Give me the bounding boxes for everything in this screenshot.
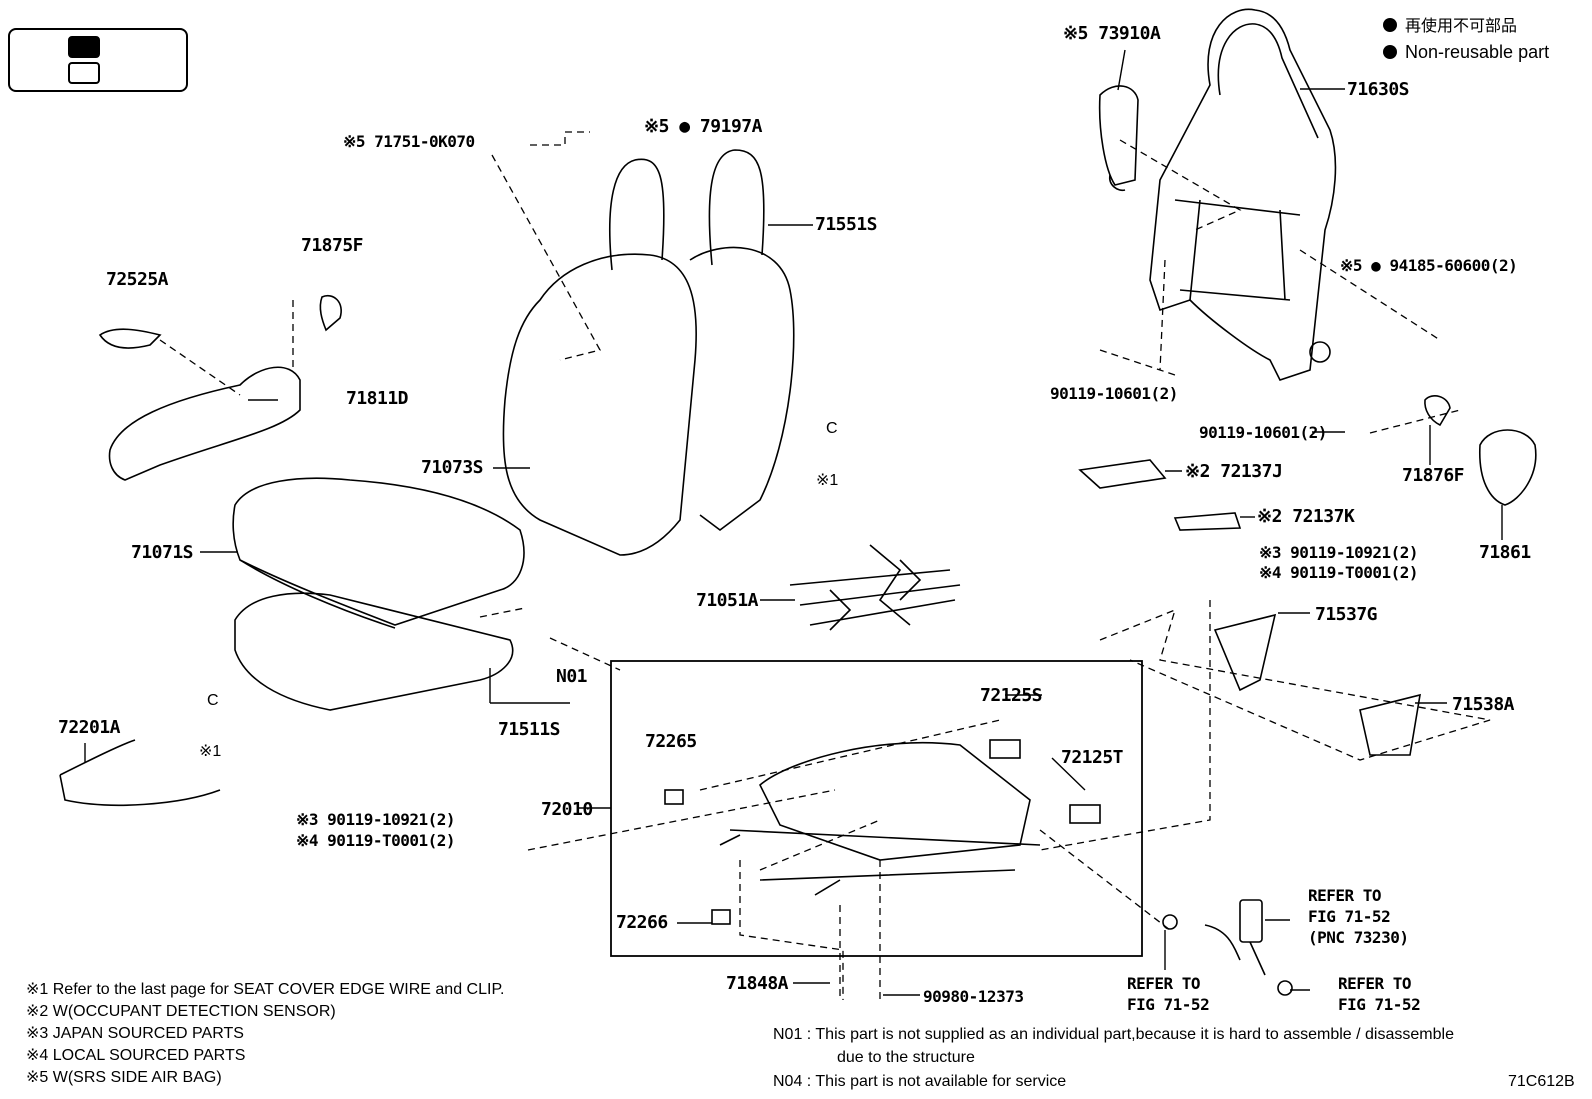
- part-label-71537g[interactable]: 71537G: [1315, 604, 1378, 625]
- edge-wire-drawing: [59, 739, 221, 806]
- part-label-71630s[interactable]: 71630S: [1347, 79, 1410, 100]
- legend-non-reusable-ja: 再使用不可部品: [1383, 16, 1517, 38]
- refer-line: FIG 71-52: [1338, 995, 1421, 1014]
- part-label-72010[interactable]: 72010: [541, 799, 593, 820]
- seatback-frame-drawing: [1149, 8, 1337, 381]
- footnote-4: ※4 LOCAL SOURCED PARTS: [26, 1047, 246, 1064]
- part-label-71071s[interactable]: 71071S: [131, 542, 194, 563]
- seatback-cushions-drawing: [502, 149, 795, 556]
- seat-cushion-drawing: [232, 477, 525, 711]
- part-label-n01[interactable]: N01: [556, 666, 588, 687]
- refer-line: FIG 71-52: [1127, 995, 1210, 1014]
- shield-71537g-drawing: [1213, 613, 1277, 692]
- part-label-71751[interactable]: ※5 71751-0K070: [343, 132, 475, 151]
- part-label-71811d[interactable]: 71811D: [346, 388, 409, 409]
- refer-line: FIG 71-52: [1308, 907, 1391, 926]
- leader-lines: [84, 49, 1503, 996]
- clip-callout-note: ※1: [816, 472, 839, 489]
- seat-adjuster-drawing: [664, 739, 1101, 925]
- clip-callout-note: ※1: [199, 743, 222, 760]
- shield-71538a-drawing: [1359, 693, 1421, 756]
- clip-callout-c: C: [826, 420, 838, 437]
- refer-line: REFER TO: [1308, 886, 1382, 905]
- part-label-71051a[interactable]: 71051A: [696, 590, 759, 611]
- seat-spring-drawing: [789, 544, 961, 631]
- part-label-90119-t0001-right[interactable]: ※4 90119-T0001(2): [1259, 563, 1419, 582]
- legend-non-reusable-en: Non-reusable part: [1383, 41, 1549, 63]
- part-label-72125s[interactable]: 72125S: [980, 685, 1043, 706]
- part-label-90119-t0001-left[interactable]: ※4 90119-T0001(2): [296, 831, 456, 850]
- part-label-71511s[interactable]: 71511S: [498, 719, 561, 740]
- cover-71876f-drawing: [1424, 395, 1451, 427]
- footnote-5: ※5 W(SRS SIDE AIR BAG): [26, 1069, 222, 1086]
- part-label-73910a[interactable]: ※5 73910A: [1063, 23, 1161, 44]
- part-label-71073s[interactable]: 71073S: [421, 457, 484, 478]
- footnote-3: ※3 JAPAN SOURCED PARTS: [26, 1025, 244, 1042]
- part-label-90119-10921-right[interactable]: ※3 90119-10921(2): [1259, 543, 1419, 562]
- bullet-icon: [1383, 45, 1397, 59]
- refer-line: REFER TO: [1127, 974, 1201, 993]
- refer-label-washer[interactable]: REFER TO FIG 71-52: [1127, 973, 1210, 1015]
- part-label-71876f[interactable]: 71876F: [1402, 465, 1465, 486]
- armrest-drawing: [98, 295, 342, 481]
- assembly-dashed-lines: [159, 131, 1491, 1000]
- part-label-94185[interactable]: ※5 ● 94185-60600(2): [1340, 256, 1518, 275]
- note-n01: N01 : This part is not supplied as an in…: [773, 1026, 1454, 1043]
- cover-72137k-drawing: [1173, 512, 1242, 531]
- part-label-72125t[interactable]: 72125T: [1061, 747, 1124, 768]
- bullet-icon: [1383, 18, 1397, 32]
- part-label-90119-10601-a[interactable]: 90119-10601(2): [1050, 384, 1178, 403]
- key-swatch-empty: [68, 62, 100, 84]
- part-label-90980[interactable]: 90980-12373: [923, 987, 1024, 1006]
- part-label-90119-10601-b[interactable]: 90119-10601(2): [1199, 423, 1327, 442]
- part-label-72265[interactable]: 72265: [645, 731, 697, 752]
- refer-label-buckle[interactable]: REFER TO FIG 71-52 (PNC 73230): [1308, 885, 1409, 948]
- footnote-2: ※2 W(OCCUPANT DETECTION SENSOR): [26, 1003, 336, 1020]
- cover-72137j-drawing: [1078, 459, 1167, 489]
- legend-key-box: [8, 28, 188, 92]
- note-n04: N04 : This part is not available for ser…: [773, 1073, 1067, 1090]
- part-label-90119-10921-left[interactable]: ※3 90119-10921(2): [296, 810, 456, 829]
- clip-callout-c: C: [207, 692, 219, 709]
- part-label-72201a[interactable]: 72201A: [58, 717, 121, 738]
- part-label-72137k[interactable]: ※2 72137K: [1257, 506, 1355, 527]
- headrest-cover-71861-drawing: [1479, 429, 1537, 506]
- part-label-71861[interactable]: 71861: [1479, 542, 1531, 563]
- part-label-71848a[interactable]: 71848A: [726, 973, 789, 994]
- part-label-72137j[interactable]: ※2 72137J: [1185, 461, 1283, 482]
- side-airbag-drawing: [1098, 85, 1139, 192]
- footnote-1: ※1 Refer to the last page for SEAT COVER…: [26, 981, 505, 998]
- figure-code: 71C612B: [1508, 1073, 1575, 1090]
- refer-line: (PNC 73230): [1308, 928, 1409, 947]
- note-n01-continued: due to the structure: [837, 1049, 975, 1066]
- part-label-71875f[interactable]: 71875F: [301, 235, 364, 256]
- part-label-72266[interactable]: 72266: [616, 912, 668, 933]
- part-label-71538a[interactable]: 71538A: [1452, 694, 1515, 715]
- key-swatch-filled: [68, 36, 100, 58]
- adjuster-box: [610, 660, 1143, 957]
- part-label-79197a[interactable]: ※5 ● 79197A: [644, 116, 762, 137]
- seat-belt-buckle-drawing: [1162, 899, 1293, 996]
- refer-line: REFER TO: [1338, 974, 1412, 993]
- part-label-72525a[interactable]: 72525A: [106, 269, 169, 290]
- refer-label-nut[interactable]: REFER TO FIG 71-52: [1338, 973, 1421, 1015]
- part-label-71551s[interactable]: 71551S: [815, 214, 878, 235]
